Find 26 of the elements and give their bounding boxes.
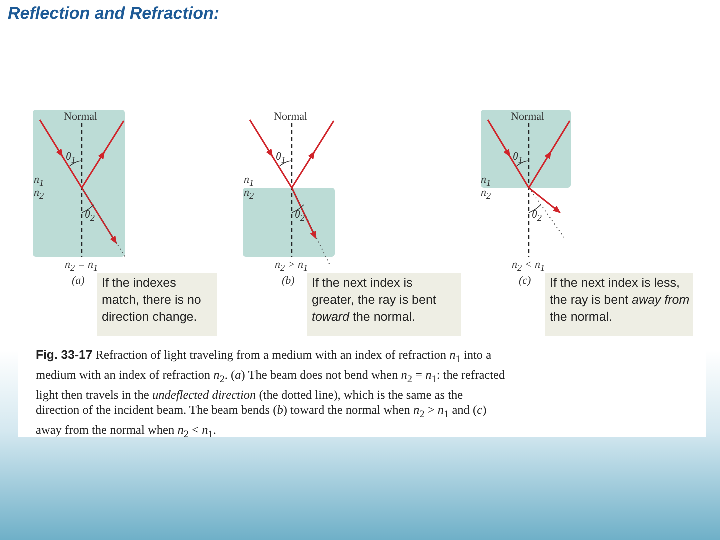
- index-label: n$_{2}$: [481, 187, 492, 202]
- panel-letter: (b): [282, 275, 295, 287]
- note-box: If the indexes match, there is no direction change.: [97, 273, 217, 336]
- angle-label: θ$_{1}$: [66, 151, 76, 166]
- index-label: n$_{1}$: [34, 174, 44, 190]
- slide-title: Reflection and Refraction:: [8, 4, 220, 24]
- index-label: n$_{1}$: [244, 174, 254, 190]
- normal-label: Normal: [274, 111, 308, 123]
- condition-label: n$_{2}$ < n$_{1}$: [512, 259, 546, 274]
- angle-label: θ$_{2}$: [295, 209, 305, 224]
- condition-label: n$_{2}$ = n$_{1}$: [65, 259, 98, 274]
- panel-letter: (a): [72, 275, 85, 287]
- panel-letter: (c): [519, 275, 532, 287]
- normal-label: Normal: [511, 111, 545, 123]
- normal-label: Normal: [64, 111, 98, 123]
- index-label: n$_{1}$: [481, 174, 492, 190]
- note-box: If the next index is greater, the ray is bent toward the normal.: [307, 273, 461, 336]
- note-box: If the next index is less, the ray is bent away from the normal.: [545, 273, 693, 336]
- angle-label: θ$_{2}$: [85, 209, 95, 224]
- index-label: n$_{2}$: [34, 187, 44, 202]
- index-label: n$_{2}$: [244, 187, 254, 202]
- angle-label: θ$_{1}$: [513, 151, 523, 166]
- figure-caption: Fig. 33-17 Refraction of light traveling from a medium with an index of refraction n$_{1}$ into a medium with an index of refraction n$_{2}$. (a) The beam does not bend when n$_{2}$ = n$_{1}$: the refracted light then travels in the undeflected direction (the dotted line), which is the same as the direction of the incident beam. The beam bends (b) toward the normal when n$_{2}$ > n$_{1}$ and (c) away from the normal when n$_{2}$ < n$_{1}$.: [36, 348, 506, 443]
- angle-label: θ$_{1}$: [276, 151, 286, 166]
- angle-label: θ$_{2}$: [532, 209, 542, 224]
- condition-label: n$_{2}$ > n$_{1}$: [275, 259, 308, 274]
